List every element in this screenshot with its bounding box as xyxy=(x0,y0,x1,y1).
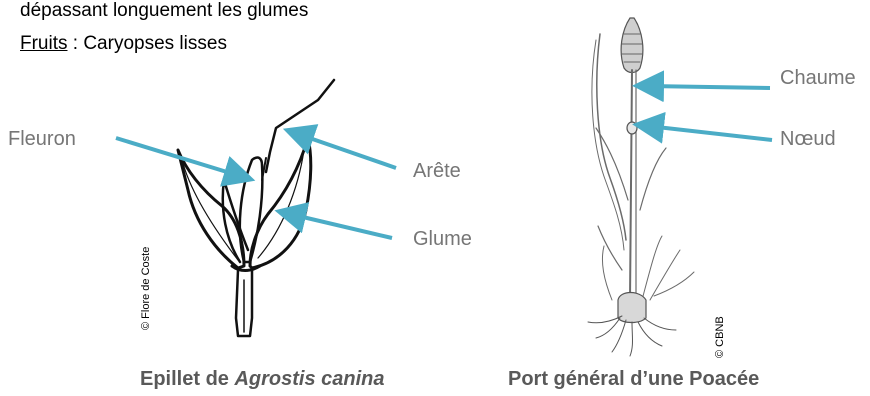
label-chaume: Chaume xyxy=(780,67,856,90)
arrow-chaume xyxy=(648,86,770,88)
arrow-noeud xyxy=(648,126,772,140)
caption-spikelet: Epillet de Agrostis canina xyxy=(140,368,385,391)
label-fleuron: Fleuron xyxy=(8,128,76,151)
arrow-arete xyxy=(298,134,396,168)
caption-spikelet-species: Agrostis canina xyxy=(234,368,384,390)
arrow-glume xyxy=(290,214,392,238)
caption-poaceae: Port général d’une Poacée xyxy=(508,368,759,391)
credit-flore-de-coste: © Flore de Coste xyxy=(140,247,152,330)
label-glume: Glume xyxy=(413,228,472,251)
poaceae-drawing xyxy=(588,18,694,356)
label-arete: Arête xyxy=(413,160,461,183)
spikelet-drawing xyxy=(178,80,334,336)
arrow-fleuron xyxy=(116,138,240,176)
caption-spikelet-prefix: Epillet de xyxy=(140,368,234,390)
credit-cbnb: © CBNB xyxy=(714,316,726,358)
label-noeud: Nœud xyxy=(780,128,836,151)
